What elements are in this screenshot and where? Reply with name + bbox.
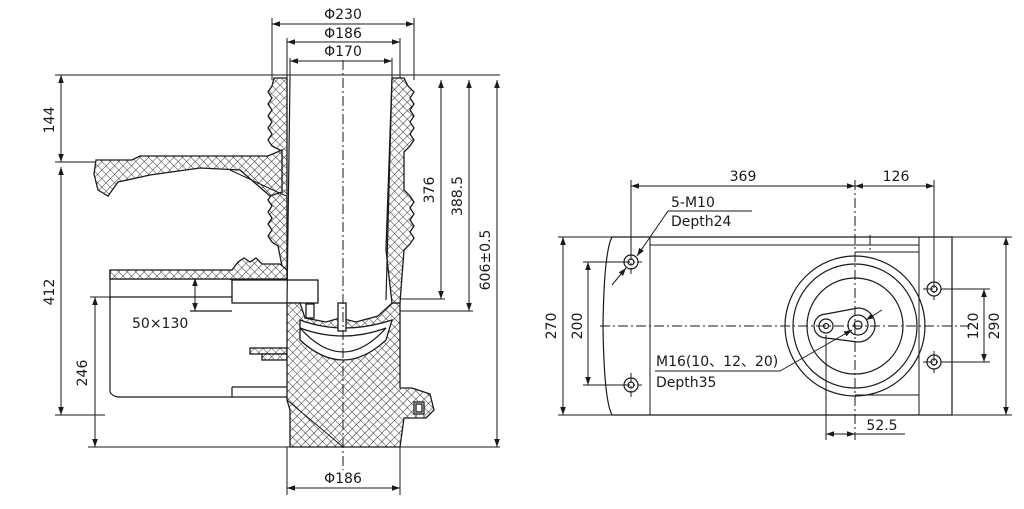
dim-290: 290 — [987, 313, 1003, 340]
dim-phi186-bottom: Φ186 — [324, 471, 362, 487]
dim-144: 144 — [42, 107, 58, 134]
dim-phi230: Φ230 — [324, 7, 362, 23]
dim-phi170: Φ170 — [324, 44, 362, 60]
dim-126: 126 — [883, 169, 910, 185]
dim-412: 412 — [42, 279, 58, 306]
dim-120: 120 — [966, 313, 982, 340]
thread-label: M16(10、12、20) — [656, 354, 778, 370]
dim-246: 246 — [75, 360, 91, 387]
dim-phi186-top: Φ186 — [324, 26, 362, 42]
holes-label: 5-M10 — [671, 195, 715, 211]
right-wall-sheds — [385, 77, 415, 304]
thread-depth: Depth35 — [656, 375, 716, 391]
dim-606: 606±0.5 — [478, 230, 494, 291]
dim-50x130: 50×130 — [132, 316, 188, 332]
holes-depth: Depth24 — [671, 214, 732, 230]
bottom-boss — [286, 302, 435, 448]
flange-arm — [93, 149, 283, 197]
dim-52-5: 52.5 — [866, 418, 897, 434]
dim-376: 376 — [422, 177, 438, 204]
top-view: 369 126 52.5 270 200 120 290 5-M10 Depth… — [544, 169, 1012, 440]
dim-369: 369 — [730, 169, 757, 185]
dim-200: 200 — [570, 313, 586, 340]
dim-270: 270 — [544, 313, 560, 340]
side-view: Φ230 Φ186 Φ170 Φ186 144 412 246 376 388.… — [42, 7, 500, 495]
dim-388-5: 388.5 — [450, 176, 466, 216]
